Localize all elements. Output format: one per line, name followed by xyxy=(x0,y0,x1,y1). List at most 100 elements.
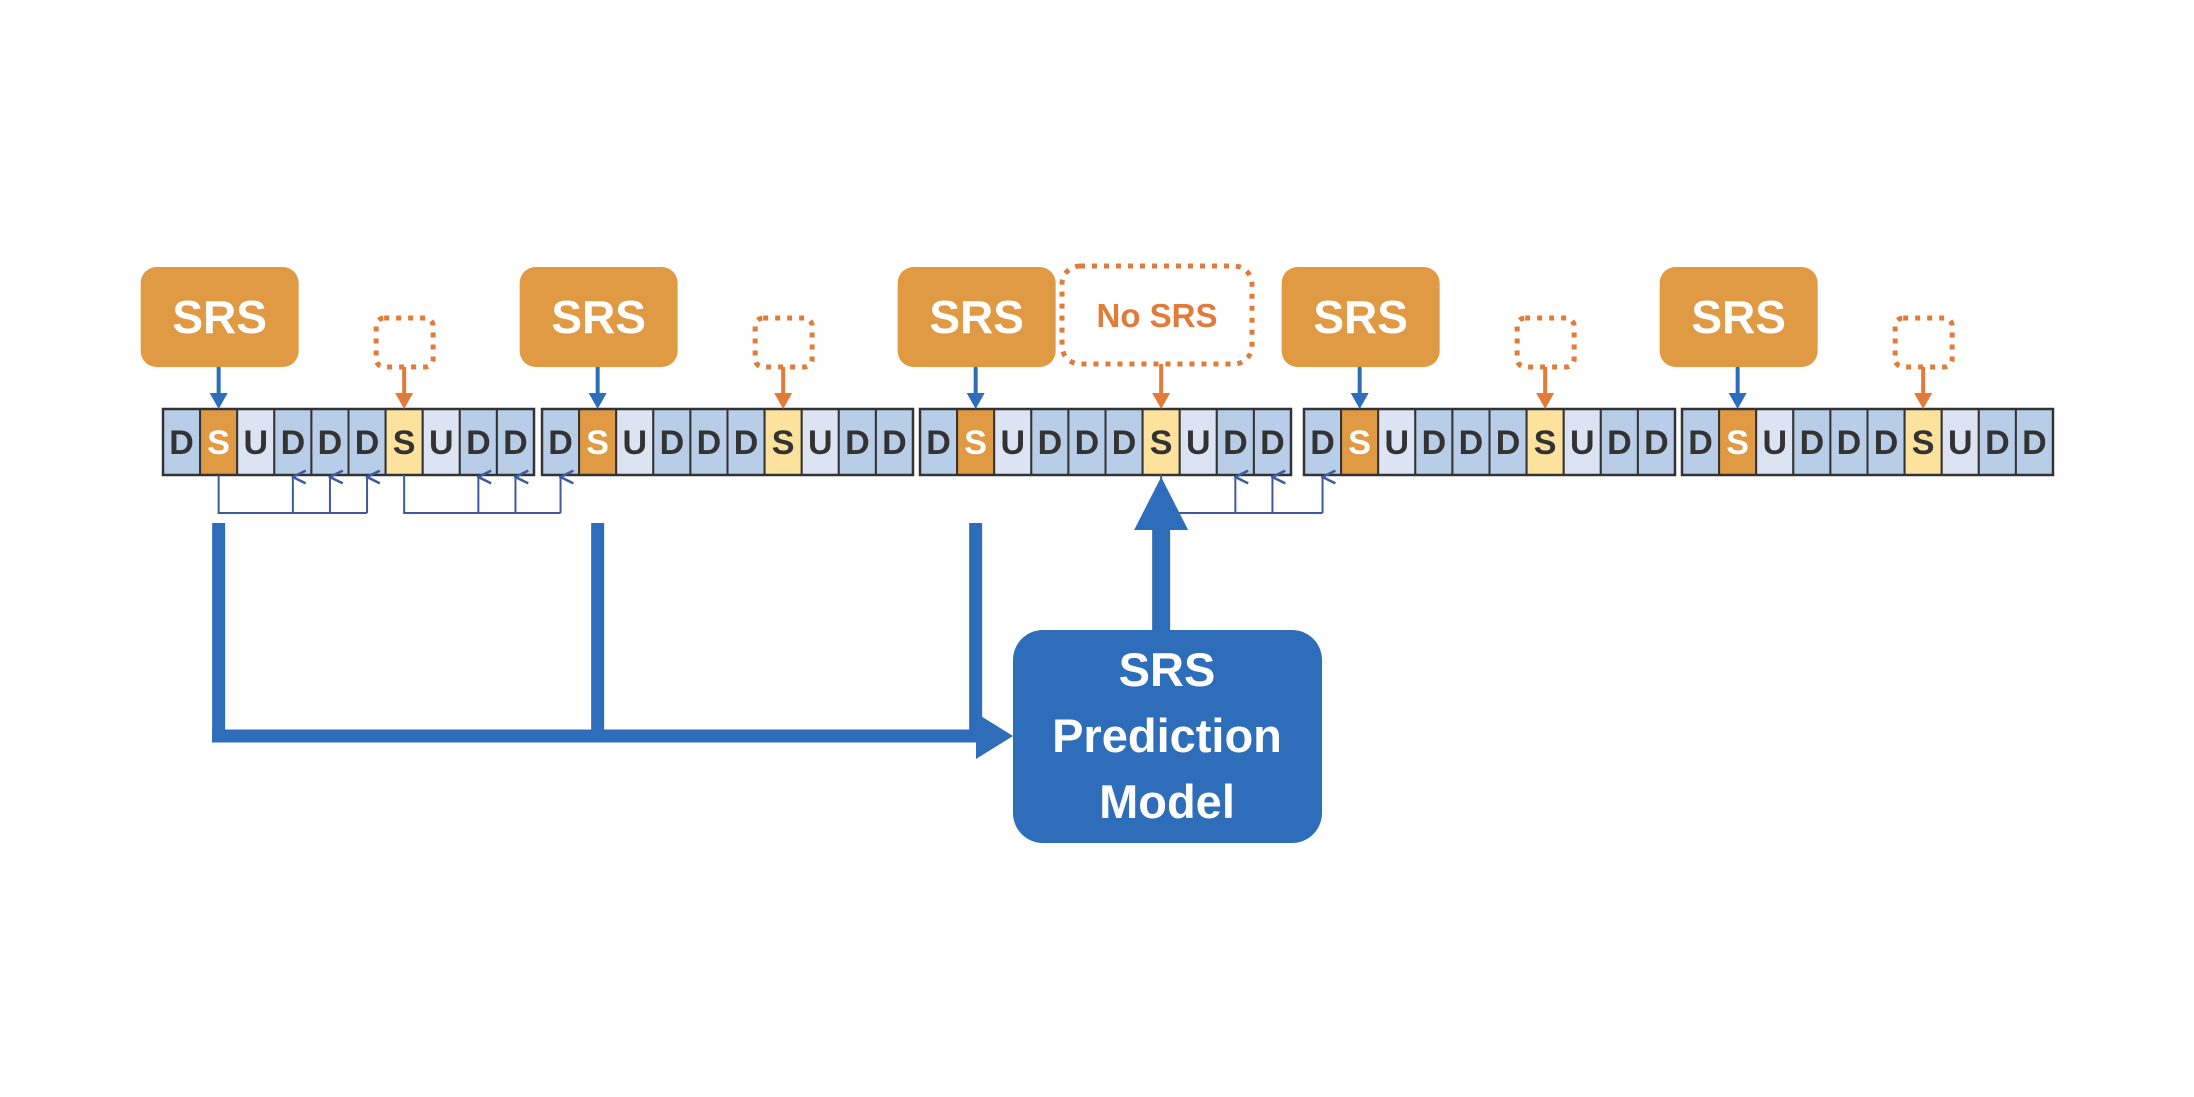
connector-line xyxy=(1160,475,1323,514)
downlink-slot xyxy=(2014,408,2055,476)
frame-border xyxy=(918,407,1293,477)
slot-label: D xyxy=(1874,424,1899,462)
slot-label: U xyxy=(622,424,647,462)
frame-border xyxy=(1302,407,1677,477)
slot-label: D xyxy=(1038,424,1063,462)
slot-label: S xyxy=(1348,424,1371,462)
slot-label: D xyxy=(1644,424,1669,462)
srs-arrow-down-icon xyxy=(966,393,985,409)
srs-box-bg xyxy=(1281,267,1440,367)
srs-box-label: SRS xyxy=(1313,291,1408,343)
srs-box: SRS xyxy=(519,267,678,409)
slot-label: U xyxy=(1948,424,1973,462)
slot-label: D xyxy=(1075,424,1100,462)
srs-arrow-down-icon xyxy=(588,393,607,409)
special-slot-predicted xyxy=(1525,408,1565,476)
model-output-shaft xyxy=(1152,528,1171,632)
downlink-slot xyxy=(1030,408,1070,476)
model-label-line2: Prediction xyxy=(1052,709,1282,762)
model-label-line1: SRS xyxy=(1119,643,1216,696)
slot-label: D xyxy=(734,424,759,462)
slot-label: S xyxy=(1534,424,1557,462)
slot-label: D xyxy=(697,424,722,462)
frame-border xyxy=(540,407,915,477)
slot-label: D xyxy=(660,424,685,462)
history-feed-line-3 xyxy=(969,523,983,743)
srs-box-bg xyxy=(897,267,1056,367)
slot-label: U xyxy=(429,424,454,462)
downlink-slot xyxy=(1451,408,1491,476)
slot-label: U xyxy=(1384,424,1409,462)
slot-label: S xyxy=(964,424,987,462)
downlink-slot xyxy=(495,408,535,476)
slot-label: D xyxy=(2022,424,2047,462)
no-srs-label: No SRS xyxy=(1096,297,1217,334)
srs-box-label: SRS xyxy=(929,291,1024,343)
slot-label: D xyxy=(503,424,528,462)
srs-box-label: SRS xyxy=(172,291,267,343)
srs-box: SRS xyxy=(140,267,299,409)
slot-label: D xyxy=(1422,424,1447,462)
srs-box-bg xyxy=(1659,267,1818,367)
model-output-arrow-up-icon xyxy=(1134,477,1189,530)
empty-srs-placeholder xyxy=(1892,315,1955,409)
slot-label: U xyxy=(243,424,268,462)
srs-box-label: SRS xyxy=(551,291,646,343)
orange-arrow-down-icon xyxy=(1152,393,1171,409)
srs-box-bg xyxy=(140,267,299,367)
downlink-slot xyxy=(541,408,581,476)
slot-label: D xyxy=(1985,424,2010,462)
connector-frame1-predicted xyxy=(403,475,561,514)
connector-line xyxy=(217,475,368,514)
slot-label: D xyxy=(1459,424,1484,462)
empty-dotted-border xyxy=(1514,315,1577,370)
srs-box: SRS xyxy=(1659,267,1818,409)
slot-label: S xyxy=(1726,424,1749,462)
slot-label: S xyxy=(772,424,795,462)
slot-label: D xyxy=(466,424,491,462)
history-feed-line-1 xyxy=(212,523,226,743)
connector-line xyxy=(403,475,561,514)
special-slot-srs xyxy=(578,408,618,476)
orange-arrow-down-icon xyxy=(1536,393,1555,409)
srs-arrow-down-icon xyxy=(209,393,228,409)
slot-label: D xyxy=(1496,424,1521,462)
srs-box-bg xyxy=(519,267,678,367)
no-srs-box: No SRS xyxy=(1059,263,1255,409)
empty-srs-placeholder xyxy=(373,315,436,409)
orange-arrow-down-icon xyxy=(1914,393,1933,409)
slot-label: D xyxy=(281,424,306,462)
slot-label: S xyxy=(207,424,230,462)
special-slot-predicted xyxy=(1903,408,1943,476)
no-srs-dotted-border xyxy=(1059,263,1255,367)
connector-frame3-predicted xyxy=(1160,475,1323,514)
slot-label: D xyxy=(548,424,573,462)
slot-label: U xyxy=(1570,424,1595,462)
slot-label: S xyxy=(586,424,609,462)
slot-label: D xyxy=(1310,424,1335,462)
slot-label: D xyxy=(1837,424,1862,462)
slot-label: S xyxy=(393,424,416,462)
srs-box: SRS xyxy=(1281,267,1440,409)
empty-srs-placeholder xyxy=(1514,315,1577,409)
slot-label: S xyxy=(1912,424,1935,462)
empty-dotted-border xyxy=(1892,315,1955,370)
slot-label: D xyxy=(1688,424,1713,462)
srs-box: SRS xyxy=(897,267,1056,409)
slot-label: D xyxy=(1223,424,1248,462)
slot-label: D xyxy=(1607,424,1632,462)
history-feed-line-2 xyxy=(591,523,605,743)
slot-label: U xyxy=(1762,424,1787,462)
orange-arrow-down-icon xyxy=(774,393,793,409)
srs-indicators-layer: SRS SRS SRS No SRS SRS SRS xyxy=(140,263,1955,409)
slot-label: U xyxy=(1186,424,1211,462)
frame-border xyxy=(161,407,536,477)
slot-label: D xyxy=(882,424,907,462)
uplink-slot xyxy=(421,408,461,476)
srs-arrow-down-icon xyxy=(1350,393,1369,409)
